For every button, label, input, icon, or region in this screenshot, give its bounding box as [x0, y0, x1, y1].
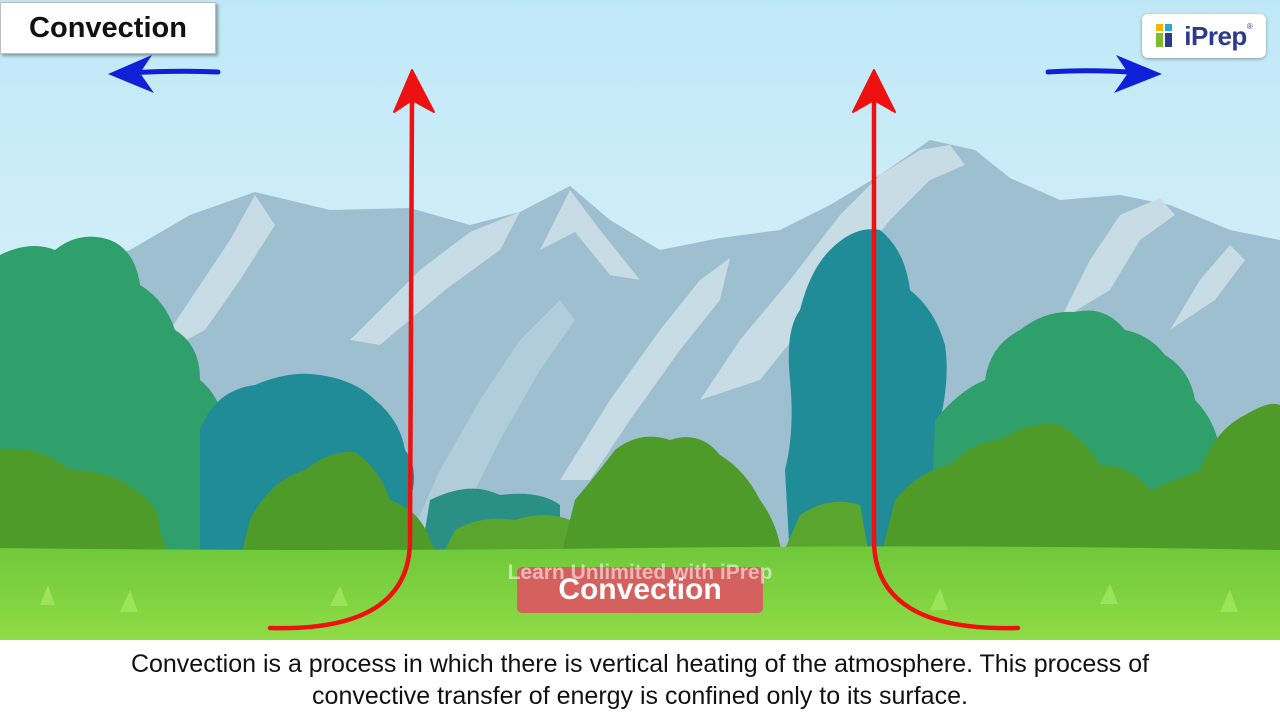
upward-red-arrow-right: [852, 69, 1021, 631]
convection-label: Convection: [517, 567, 763, 613]
front-bushes: [0, 403, 1280, 560]
grass-tufts: [40, 584, 1238, 612]
watermark-text: Learn Unlimited with iPrep: [507, 561, 773, 584]
upward-red-arrow-left: [267, 69, 435, 631]
logo-text: iPrep: [1184, 20, 1247, 51]
caption-bar: Convection is a process in which there i…: [0, 640, 1280, 720]
logo-registered-mark: ®: [1246, 22, 1253, 31]
iprep-logo-icon: [1156, 24, 1173, 47]
iprep-logo: iPrep ®: [1142, 14, 1266, 58]
rightward-blue-arrow: [1045, 55, 1162, 93]
title-label: Convection: [0, 2, 216, 54]
leftward-blue-arrow: [108, 55, 221, 93]
caption-text: Convection is a process in which there i…: [130, 650, 1150, 710]
landscape-scene: [0, 0, 1280, 640]
